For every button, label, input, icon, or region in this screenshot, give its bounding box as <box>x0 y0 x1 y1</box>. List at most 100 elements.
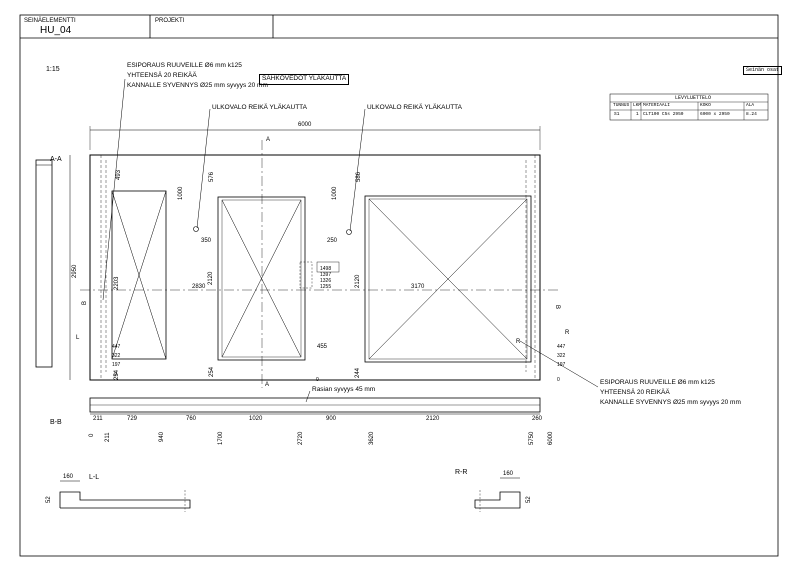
socket-box <box>299 261 313 289</box>
section-label-aa: A-A <box>50 156 62 163</box>
leader-bottom-note <box>519 340 599 388</box>
dim-1000-b: 1000 <box>332 186 338 200</box>
leader-top-note <box>102 78 126 301</box>
dim-overall-width: 6000 <box>298 122 312 128</box>
dim-seg-211: 211 <box>93 416 103 422</box>
dim-2830: 2830 <box>192 284 206 290</box>
leader-light-1 <box>196 108 211 229</box>
opening-2 <box>217 196 306 361</box>
opening-2-diag-b <box>221 199 302 358</box>
dim-cum-1700: 1700 <box>218 431 224 445</box>
dim-overall-height: 2950 <box>72 264 78 278</box>
dim-197-right: 197 <box>557 362 566 368</box>
note-bottom-line-2: YHTEENSÄ 20 REIKÄÄ <box>600 389 670 396</box>
dim-cum-6000: 6000 <box>548 431 554 445</box>
scale-label: 1:15 <box>46 66 60 73</box>
section-mark-r-inner: R <box>516 339 521 345</box>
dim-seg-900: 900 <box>326 416 337 422</box>
plate-table-header-size: KOKO <box>700 103 711 108</box>
leader-light-2 <box>349 108 366 232</box>
dim-seg-1020: 1020 <box>249 416 263 422</box>
section-label-bb: B-B <box>50 419 62 426</box>
opening-3 <box>364 195 532 363</box>
plate-table-cell-id: S1 <box>614 112 620 117</box>
dim-cum-940: 940 <box>159 431 165 442</box>
dim-52-right: 52 <box>526 496 532 503</box>
dim-stack-2: 1397 <box>320 272 331 278</box>
dim-1000-a: 1000 <box>178 186 184 200</box>
dim-447-left: 447 <box>112 344 121 350</box>
detail-rr-profile <box>474 491 521 509</box>
opening-3-diag-b <box>368 198 528 360</box>
dim-447-right: 447 <box>557 344 566 350</box>
outdoor-light-hole-1 <box>193 226 199 232</box>
dim-197-left: 197 <box>112 362 121 368</box>
dim-cum-0: 0 <box>89 433 95 437</box>
plate-table-frame <box>609 93 769 121</box>
dim-322-right: 322 <box>557 353 566 359</box>
dim-586: 586 <box>356 171 362 182</box>
section-mark-r-right: R <box>565 330 570 336</box>
note-outdoor-light-2: ULKOVALO REIKÄ YLÄKAUTTA <box>367 104 463 111</box>
section-mark-a-bottom: A <box>265 382 270 388</box>
opening-2-inner <box>221 199 302 358</box>
dim-stack-3: 1326 <box>320 278 331 284</box>
dim-0-left: 0 <box>114 372 117 378</box>
opening-1-diag-b <box>111 190 167 360</box>
dim-seg-260: 260 <box>532 416 543 422</box>
parts-badge: Seinän osat <box>743 66 783 75</box>
note-electrical: SÄHKÖVEDOT YLÄKAUTTA <box>259 74 350 85</box>
dim-3170: 3170 <box>411 284 425 290</box>
dim-455: 455 <box>317 344 328 350</box>
dim-576: 576 <box>209 171 215 182</box>
note-bottom-line-1: ESIPORAUS RUUVEILLE Ø6 mm k125 <box>600 379 715 386</box>
dim-cum-5750: 5750 <box>529 431 535 445</box>
note-rasia: Rasian syvyys 45 mm <box>312 386 376 393</box>
dim-seg-729: 729 <box>127 416 138 422</box>
section-mark-a-top: A <box>266 137 271 143</box>
plate-table-cell-size: 6000 x 2950 <box>700 112 730 117</box>
wall-panel-outline <box>89 154 541 381</box>
note-top-line-2: YHTEENSÄ 20 REIKÄÄ <box>127 72 197 79</box>
dim-0-right: 0 <box>557 377 560 383</box>
dim-250: 250 <box>327 238 338 244</box>
dim-493: 493 <box>116 169 122 180</box>
project-label: PROJEKTI <box>155 18 185 24</box>
opening-3-inner <box>368 198 528 360</box>
section-mark-b-right: B <box>554 305 560 309</box>
dim-2120-a: 2120 <box>208 271 214 285</box>
dim-stack-4: 1255 <box>320 284 331 290</box>
dim-cum-211: 211 <box>105 432 111 442</box>
element-id: HU_04 <box>40 25 72 36</box>
dim-160-left: 160 <box>63 474 74 480</box>
note-bottom-line-3: KANNALLE SYVENNYS Ø25 mm syvyys 20 mm <box>600 399 741 406</box>
dim-254-b: 254 <box>209 366 215 377</box>
plate-table-cell-qty: 1 <box>636 112 639 117</box>
leader-rasia <box>305 390 311 403</box>
note-top-line-1: ESIPORAUS RUUVEILLE Ø6 mm k125 <box>127 62 242 69</box>
dim-0-centre: 0 <box>316 377 319 383</box>
dim-2203: 2203 <box>114 276 120 290</box>
socket-stack-box <box>316 261 340 273</box>
note-top-line-3: KANNALLE SYVENNYS Ø25 mm syvyys 20 mm <box>127 82 268 89</box>
dim-254-a: 254 <box>114 369 120 380</box>
dim-160-right: 160 <box>503 471 514 477</box>
section-label-ll: L-L <box>89 474 100 481</box>
plate-table-title: LEVYLUETTELO <box>675 95 712 101</box>
plate-table-header-id: TUNNUS <box>613 103 630 108</box>
section-mark-l-left: L <box>76 335 80 341</box>
plate-table-cell-material: CLT100 C5s 2950 <box>643 112 684 117</box>
section-mark-b-left: B <box>82 301 88 305</box>
dim-cum-2720: 2720 <box>298 431 304 445</box>
dim-cum-3620: 3620 <box>369 431 375 445</box>
dim-seg-2120: 2120 <box>426 416 440 422</box>
dim-2120-b: 2120 <box>355 274 361 288</box>
section-aa-strip <box>35 159 53 368</box>
dim-244: 244 <box>355 367 361 378</box>
dim-seg-760: 760 <box>186 416 197 422</box>
detail-ll-profile <box>59 491 191 509</box>
sheet-frame <box>19 14 779 557</box>
plate-table-header-material: MATERIAALI <box>643 103 671 108</box>
outdoor-light-hole-2 <box>346 229 352 235</box>
